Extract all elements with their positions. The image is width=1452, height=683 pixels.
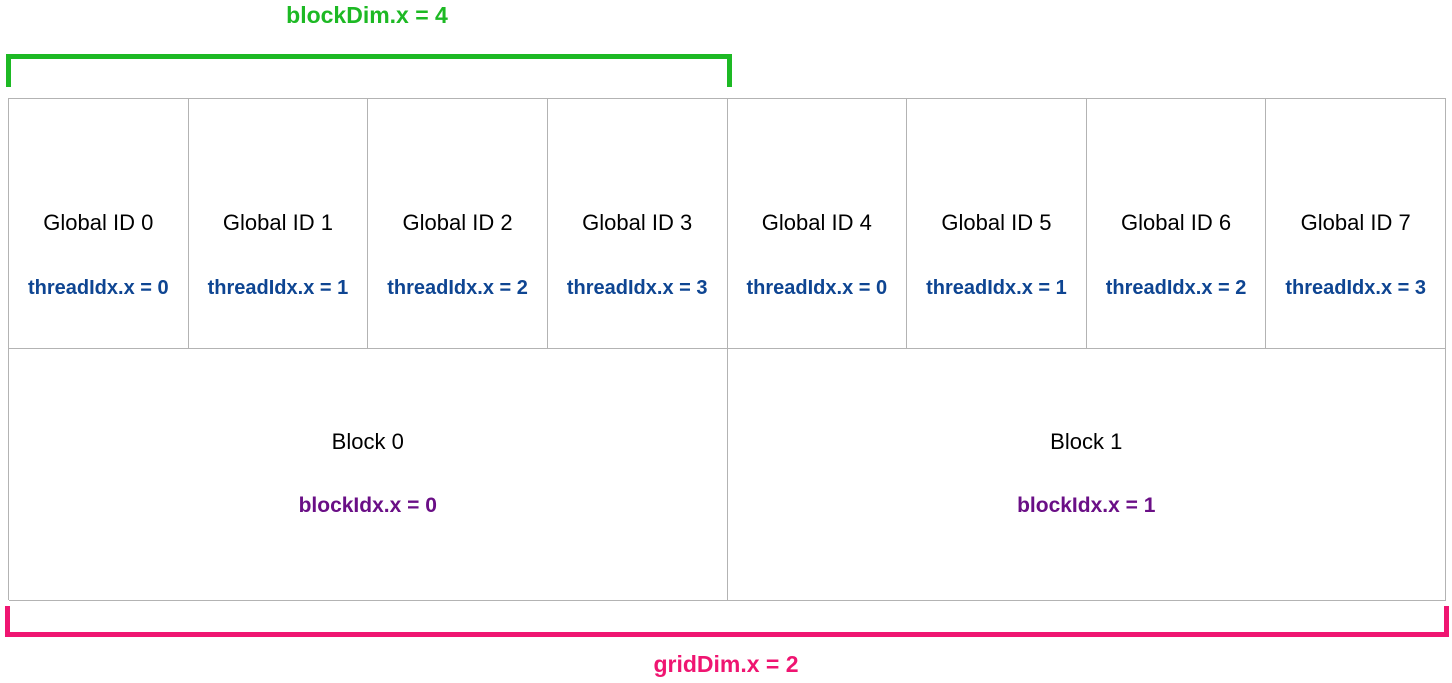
thread-global-id: Global ID 1 bbox=[222, 210, 333, 235]
thread-idx: threadIdx.x = 2 bbox=[387, 277, 528, 299]
thread-global-id: Global ID 5 bbox=[941, 210, 1052, 235]
thread-idx: threadIdx.x = 0 bbox=[28, 277, 169, 299]
thread-cell: Global ID 5 threadIdx.x = 1 bbox=[907, 99, 1087, 349]
thread-global-id: Global ID 7 bbox=[1300, 210, 1411, 235]
thread-global-id: Global ID 2 bbox=[402, 210, 513, 235]
block-cell: Block 0 blockIdx.x = 0 bbox=[9, 349, 728, 601]
thread-idx: threadIdx.x = 0 bbox=[746, 277, 888, 299]
thread-idx: threadIdx.x = 1 bbox=[207, 277, 349, 299]
block-label: Block 0 bbox=[331, 429, 404, 454]
block-label: Block 1 bbox=[1050, 429, 1123, 454]
thread-global-id: Global ID 0 bbox=[43, 210, 154, 235]
thread-global-id: Global ID 3 bbox=[582, 210, 693, 235]
thread-idx: threadIdx.x = 3 bbox=[1285, 277, 1426, 299]
thread-cell: Global ID 0 threadIdx.x = 0 bbox=[9, 99, 189, 349]
thread-cell: Global ID 7 threadIdx.x = 3 bbox=[1266, 99, 1446, 349]
thread-block-grid: Global ID 0 threadIdx.x = 0 Global ID 1 … bbox=[8, 98, 1446, 601]
block-cell: Block 1 blockIdx.x = 1 bbox=[727, 349, 1446, 601]
grid-dim-bracket bbox=[5, 606, 1449, 637]
block-idx: blockIdx.x = 0 bbox=[298, 494, 437, 517]
thread-cell: Global ID 2 threadIdx.x = 2 bbox=[368, 99, 548, 349]
thread-idx: threadIdx.x = 3 bbox=[566, 277, 708, 299]
thread-cell: Global ID 6 threadIdx.x = 2 bbox=[1086, 99, 1267, 349]
thread-global-id: Global ID 6 bbox=[1121, 210, 1232, 235]
block-idx: blockIdx.x = 1 bbox=[1017, 494, 1156, 517]
thread-cell: Global ID 1 threadIdx.x = 1 bbox=[188, 99, 369, 349]
block-row: Block 0 blockIdx.x = 0 Block 1 blockIdx.… bbox=[9, 349, 1446, 601]
thread-idx: threadIdx.x = 2 bbox=[1105, 277, 1247, 299]
thread-row: Global ID 0 threadIdx.x = 0 Global ID 1 … bbox=[9, 99, 1446, 349]
grid-dim-label: gridDim.x = 2 bbox=[653, 651, 799, 677]
thread-idx: threadIdx.x = 1 bbox=[926, 277, 1067, 299]
thread-cell: Global ID 4 threadIdx.x = 0 bbox=[727, 99, 908, 349]
thread-cell: Global ID 3 threadIdx.x = 3 bbox=[547, 99, 728, 349]
thread-global-id: Global ID 4 bbox=[761, 210, 872, 235]
block-dim-bracket bbox=[6, 54, 732, 87]
block-dim-label: blockDim.x = 4 bbox=[286, 2, 448, 28]
